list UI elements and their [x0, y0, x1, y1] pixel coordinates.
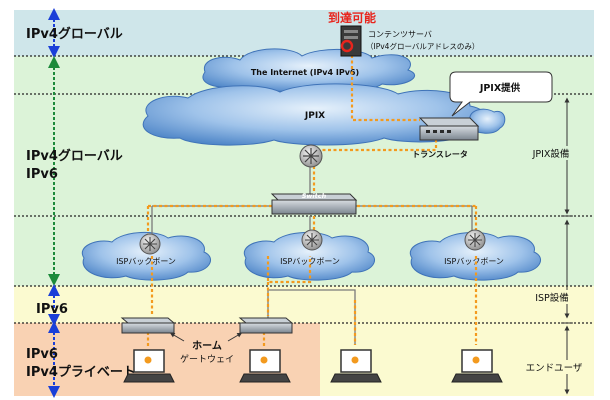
core-router-icon — [299, 144, 323, 168]
reachable-marker-icon — [340, 39, 354, 53]
gateway-pointer-left — [169, 332, 185, 342]
isp-router-1-icon — [139, 233, 161, 255]
reachable-label: 到達可能 — [328, 10, 376, 25]
reachability-path — [146, 44, 478, 348]
gateway-pointer-right — [227, 332, 243, 342]
zone-label-private-line2: IPv4プライベート — [26, 365, 136, 380]
zone-label-dual-line2: IPv6 — [26, 167, 58, 182]
jpix-cloud-label: JPIX — [304, 111, 325, 121]
content-server — [340, 25, 362, 57]
isp-router-2-icon — [301, 229, 323, 251]
jpix-provide-callout: JPIX提供 — [449, 71, 553, 117]
label-isp-equipment: ISP設備 — [535, 292, 569, 304]
translator-cloud — [469, 108, 506, 134]
switch-device: Switch — [270, 192, 358, 215]
label-end-user: エンドユーザ — [526, 363, 583, 374]
laptop-4-icon — [451, 349, 503, 383]
zone-label-ipv4-global: IPv4グローバル — [26, 26, 123, 42]
internet-cloud-label: The Internet (IPv4 IPv6) — [251, 68, 359, 77]
laptop-3-icon — [330, 349, 382, 383]
zone-ipv6-band — [14, 286, 594, 323]
home-gateway-2 — [238, 317, 294, 334]
home-gateway-label-line1: ホーム — [192, 340, 222, 352]
laptop-1-icon — [123, 349, 175, 383]
zone-label-private-line1: IPv6 — [26, 347, 58, 362]
zone-ipv4-global-band — [14, 10, 594, 56]
zone-label-ipv6: IPv6 — [36, 302, 68, 317]
home-gateway-1 — [120, 317, 176, 334]
switch-label: Switch — [302, 192, 327, 200]
isp-router-3-icon — [464, 229, 486, 251]
home-gateway-label-line2: ゲートウェイ — [180, 353, 234, 365]
laptop-2-icon — [239, 349, 291, 383]
zone-label-dual-line1: IPv4グローバル — [26, 148, 123, 164]
jpix-provide-label: JPIX提供 — [479, 82, 521, 94]
isp-cloud-1: ISPバックボーン — [81, 232, 211, 281]
content-server-label: コンテンツサーバ — [368, 30, 432, 39]
label-jpix-equipment: JPIX設備 — [532, 148, 570, 160]
isp-cloud-3-label: ISPバックボーン — [444, 257, 504, 266]
translator-device — [418, 117, 480, 141]
translator-label: トランスレータ — [412, 149, 468, 159]
content-server-note: （IPv4グローバルアドレスのみ） — [366, 41, 479, 51]
isp-cloud-1-label: ISPバックボーン — [116, 257, 176, 266]
